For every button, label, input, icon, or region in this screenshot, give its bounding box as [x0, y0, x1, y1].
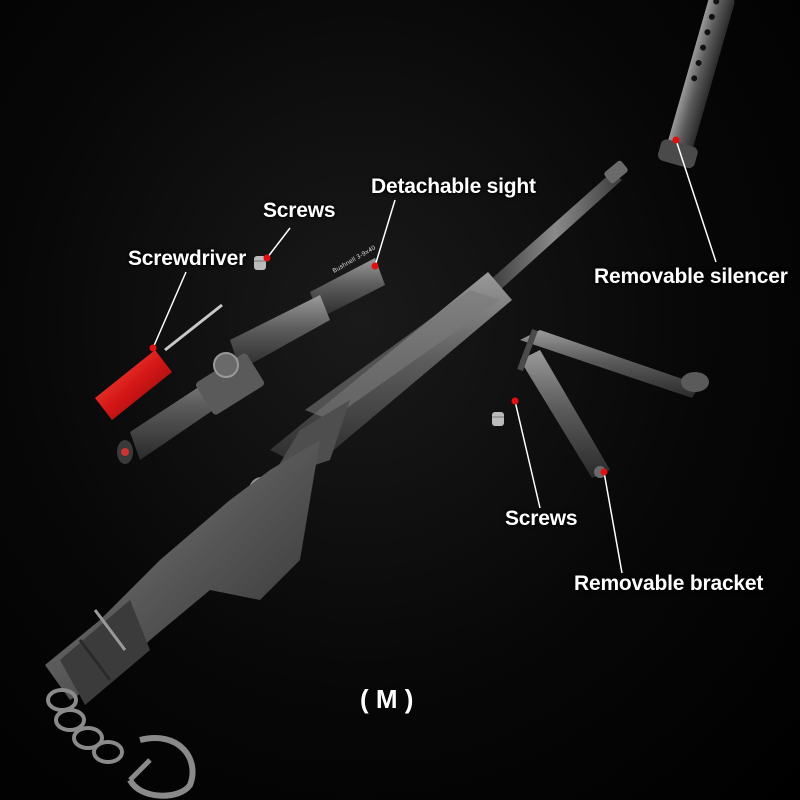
leader-lines [152, 139, 717, 574]
barrel [488, 160, 628, 290]
label-screws-bottom: Screws [505, 507, 578, 530]
label-removable-bracket: Removable bracket [574, 572, 764, 595]
label-removable-silencer: Removable silencer [594, 265, 788, 288]
label-screwdriver: Screwdriver [128, 247, 247, 270]
silencer [657, 0, 735, 169]
label-detachable-sight: Detachable sight [371, 175, 536, 198]
size-label: ( M ) [360, 684, 414, 714]
stock [45, 440, 320, 705]
screw-bottom [492, 412, 504, 426]
bipod-bracket [517, 328, 709, 478]
screw-top [254, 256, 266, 270]
scope: Bushnell 3-9x40 [117, 244, 385, 464]
label-screws-top: Screws [263, 199, 336, 222]
marker-dots [149, 136, 680, 476]
keychain [46, 688, 196, 799]
screwdriver [95, 303, 223, 420]
